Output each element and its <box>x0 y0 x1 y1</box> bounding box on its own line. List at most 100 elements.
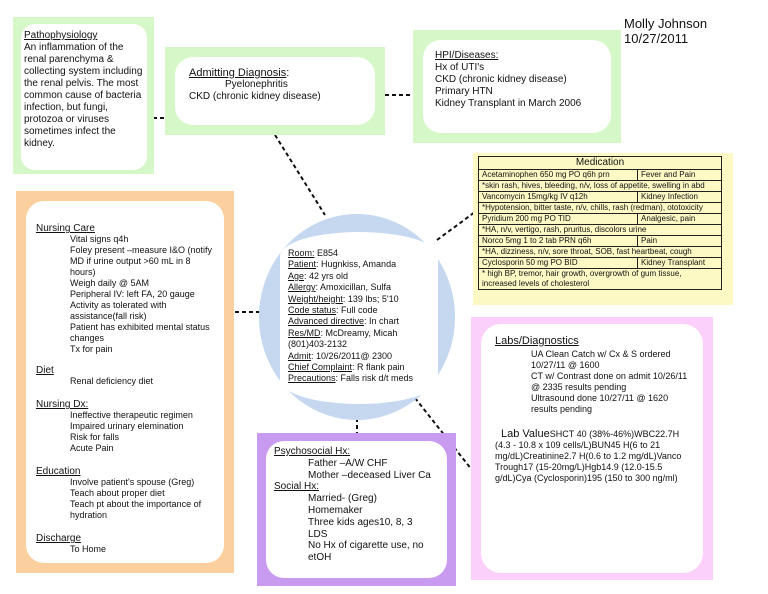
field-label: Allergy <box>288 282 316 293</box>
med-use: Fever and Pain <box>637 169 722 181</box>
list-item: To Home <box>70 544 107 554</box>
list-item: Father –A/W CHF <box>308 457 388 469</box>
field-value: : 42 yrs old <box>304 270 349 281</box>
patient-info: Room: E854 Patient: Hugnkiss, Amanda Age… <box>288 248 438 385</box>
header-date: 10/27/2011 <box>624 31 689 46</box>
med-side-effects: *Hypotension, bitter taste, n/v, chills,… <box>478 202 722 214</box>
field-label: Admit <box>288 350 312 361</box>
field-value: : R flank pain <box>352 362 405 373</box>
list-item: Married- (Greg) <box>308 493 377 505</box>
field-res-md: Res/MD: McDreamy, Micah <box>288 328 438 339</box>
field-value: : Hugnkiss, Amanda <box>316 259 397 270</box>
table-row: * high BP, tremor, hair growth, overgrow… <box>478 268 722 290</box>
list-item: Weigh daily @ 5AM <box>70 278 150 288</box>
list-item: CT w/ Contrast done on admit 10/26/11 @ … <box>531 371 688 392</box>
med-use: Kidney Infection <box>637 191 722 203</box>
header: Molly Johnson 10/27/2011 <box>624 16 707 46</box>
list-item: Ineffective therapeutic regimen <box>70 410 193 420</box>
field-value: : Full code <box>336 305 378 316</box>
field-value: : Amoxicillan, Sulfa <box>315 282 392 293</box>
labs-box: Labs/Diagnostics UA Clean Catch w/ Cx & … <box>481 324 703 573</box>
list-item: Risk for falls <box>70 432 120 442</box>
psycho-title: Psychosocial Hx: <box>274 446 351 457</box>
list-item: Teach pt about the importance of hydrati… <box>70 499 202 520</box>
field-label: Weight/height <box>288 293 343 304</box>
med-side-effects: *HA, dizziness, n/v, sore throat, SOB, f… <box>478 246 722 258</box>
nursing-dx-title: Nursing Dx: <box>36 399 89 410</box>
med-side-effects: *HA, n/v, vertigo, rash, pruritus, disco… <box>478 224 722 236</box>
connector-center-med <box>436 211 476 241</box>
field-value: : 139 lbs; 5'10 <box>342 293 399 304</box>
list-item: Involve patient's spouse (Greg) <box>70 477 195 487</box>
list-item: Teach about proper diet <box>70 488 165 498</box>
list-item: Patient has exhibited mental status chan… <box>70 322 210 343</box>
hpi-line-1: Hx of UTI's <box>435 62 485 73</box>
hpi-line-4: Kidney Transplant in March 2006 <box>435 98 582 109</box>
nursing-care-title: Nursing Care <box>36 223 95 234</box>
patient-info-box <box>280 232 438 404</box>
table-row: Acetaminophen 650 mg PO q6h prn Fever an… <box>477 169 722 181</box>
lab-values-title: Lab Value <box>501 428 550 440</box>
med-name: Norco 5mg 1 to 2 tab PRN q6h <box>477 235 639 247</box>
list-item: Peripheral IV: left FA, 20 gauge <box>70 289 195 299</box>
field-value: : 10/26/2011@ 2300 <box>311 350 393 361</box>
patho-box: Pathophysiology An inflammation of the r… <box>21 24 147 170</box>
labs-title: Labs/Diagnostics <box>495 335 579 347</box>
med-name: Vancomycin 15mg/kg IV q12h <box>477 191 639 203</box>
discharge-title: Discharge <box>36 533 82 544</box>
field-patient: Patient: Hugnkiss, Amanda <box>288 259 438 270</box>
list-item: Foley present –measure I&O (notify MD if… <box>70 245 213 277</box>
hpi-line-3: Primary HTN <box>435 86 493 97</box>
psycho-box: Psychosocial Hx: Father –A/W CHF Mother … <box>266 441 447 578</box>
med-name: Cyclosporin 50 mg PO BID <box>477 257 639 269</box>
field-age: Age: 42 yrs old <box>288 271 438 282</box>
field-code-status: Code status: Full code <box>288 305 438 316</box>
field-phone: (801)403-2132 <box>288 339 438 350</box>
table-row: *skin rash, hives, bleeding, n/v, loss o… <box>478 180 722 192</box>
table-row: *HA, n/v, vertigo, rash, pruritus, disco… <box>478 224 722 236</box>
field-precautions: Precautions: Falls risk d/t meds <box>288 373 438 384</box>
admitting-dx-2: CKD (chronic kidney disease) <box>189 91 321 102</box>
education-title: Education <box>36 466 81 477</box>
lab-values-text: SHCT 40 (38%-46%)WBC22.7H (4.3 - 10.8 x … <box>495 429 682 483</box>
field-value: : In chart <box>364 316 400 327</box>
patho-body: An inflammation of the renal parenchyma … <box>24 42 143 149</box>
list-item: Vital signs q4h <box>70 234 129 244</box>
list-item: Ultrasound done 10/27/11 @ 1620 results … <box>531 393 669 414</box>
patho-title: Pathophysiology <box>24 30 98 41</box>
list-item: Tx for pain <box>70 344 113 354</box>
lab-values: Lab ValueSHCT 40 (38%-46%)WBC22.7H (4.3 … <box>495 429 695 484</box>
med-use: Pain <box>637 235 722 247</box>
field-admit: Admit: 10/26/2011@ 2300 <box>288 351 438 362</box>
student-name: Molly Johnson <box>624 16 708 31</box>
field-value: : McDreamy, Micah <box>320 327 398 338</box>
list-item: Mother –deceased Liver Ca <box>308 469 431 481</box>
admitting-dx-1: Pyelonephritis <box>225 79 288 90</box>
table-row: Pyridium 200 mg PO TID Analgesic, pain <box>477 213 722 225</box>
field-value: (801)403-2132 <box>288 339 348 350</box>
field-weight-height: Weight/height: 139 lbs; 5'10 <box>288 294 438 305</box>
field-value: E854 <box>314 248 339 258</box>
field-label: Patient <box>288 259 317 270</box>
field-value: : Falls risk d/t meds <box>335 373 414 384</box>
med-use: Analgesic, pain <box>637 213 722 225</box>
diet-title: Diet <box>36 365 54 376</box>
admitting-colon: : <box>286 67 290 79</box>
field-chief-complaint: Chief Complaint: R flank pain <box>288 362 438 373</box>
nursing-box: Nursing Care Vital signs q4h Foley prese… <box>26 201 224 563</box>
list-item: Renal deficiency diet <box>70 376 154 386</box>
field-label: Chief Complaint <box>288 362 353 373</box>
field-label: Res/MD <box>288 327 321 338</box>
field-label: Advanced directive <box>288 316 365 327</box>
med-name: Acetaminophen 650 mg PO q6h prn <box>477 169 639 181</box>
medication-table-wrap: Medication Acetaminophen 650 mg PO q6h p… <box>477 156 722 290</box>
admitting-title: Admitting Diagnosis <box>189 67 287 79</box>
field-advanced-directive: Advanced directive: In chart <box>288 316 438 327</box>
field-label: Age <box>288 270 305 281</box>
med-use: Kidney Transplant <box>637 257 722 269</box>
hpi-line-2: CKD (chronic kidney disease) <box>435 74 567 85</box>
connector-admit-center <box>274 134 326 216</box>
medication-table: Medication Acetaminophen 650 mg PO q6h p… <box>477 156 722 290</box>
list-item: Acute Pain <box>70 443 114 453</box>
med-side-effects: * high BP, tremor, hair growth, overgrow… <box>478 268 722 290</box>
